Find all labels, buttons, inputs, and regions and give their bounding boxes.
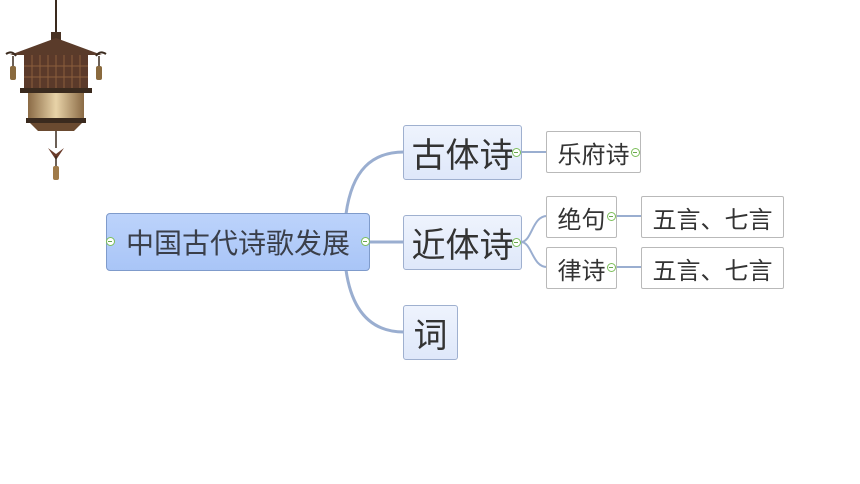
collapse-icon[interactable] — [512, 238, 521, 247]
subtopic-lvshi[interactable]: 律诗 — [546, 247, 617, 289]
collapse-icon[interactable] — [361, 237, 370, 246]
connector-jintishi-jueju — [520, 215, 548, 243]
collapse-icon[interactable] — [631, 148, 640, 157]
topic-label: 古体诗 — [411, 136, 514, 176]
topic-jintishi[interactable]: 近体诗 — [403, 215, 522, 270]
connector-jintishi-lvshi — [520, 241, 548, 268]
collapse-icon[interactable] — [607, 212, 616, 221]
topic-label: 词 — [413, 316, 448, 356]
detail-label: 五言、七言 — [652, 256, 773, 285]
root-topic[interactable]: 中国古代诗歌发展 — [106, 213, 370, 271]
subtopic-label: 律诗 — [557, 256, 606, 285]
subtopic-label: 乐府诗 — [557, 140, 630, 169]
detail-label: 五言、七言 — [652, 205, 773, 234]
connector-root-ci — [344, 268, 406, 334]
subtopic-jueju[interactable]: 绝句 — [546, 196, 617, 238]
collapse-icon[interactable] — [512, 148, 521, 157]
root-topic-label: 中国古代诗歌发展 — [125, 227, 350, 260]
collapse-icon[interactable] — [607, 263, 616, 272]
detail-jueju[interactable]: 五言、七言 — [641, 196, 784, 238]
collapse-icon[interactable] — [106, 237, 115, 246]
topic-label: 近体诗 — [411, 226, 514, 266]
topic-ci[interactable]: 词 — [403, 305, 458, 360]
detail-lvshi[interactable]: 五言、七言 — [641, 247, 784, 289]
subtopic-label: 绝句 — [557, 205, 606, 234]
hanging-lantern-icon — [5, 0, 107, 180]
topic-gutishi[interactable]: 古体诗 — [403, 125, 522, 180]
connector-root-gutishi — [344, 150, 406, 216]
subtopic-yuefushi[interactable]: 乐府诗 — [546, 131, 641, 173]
